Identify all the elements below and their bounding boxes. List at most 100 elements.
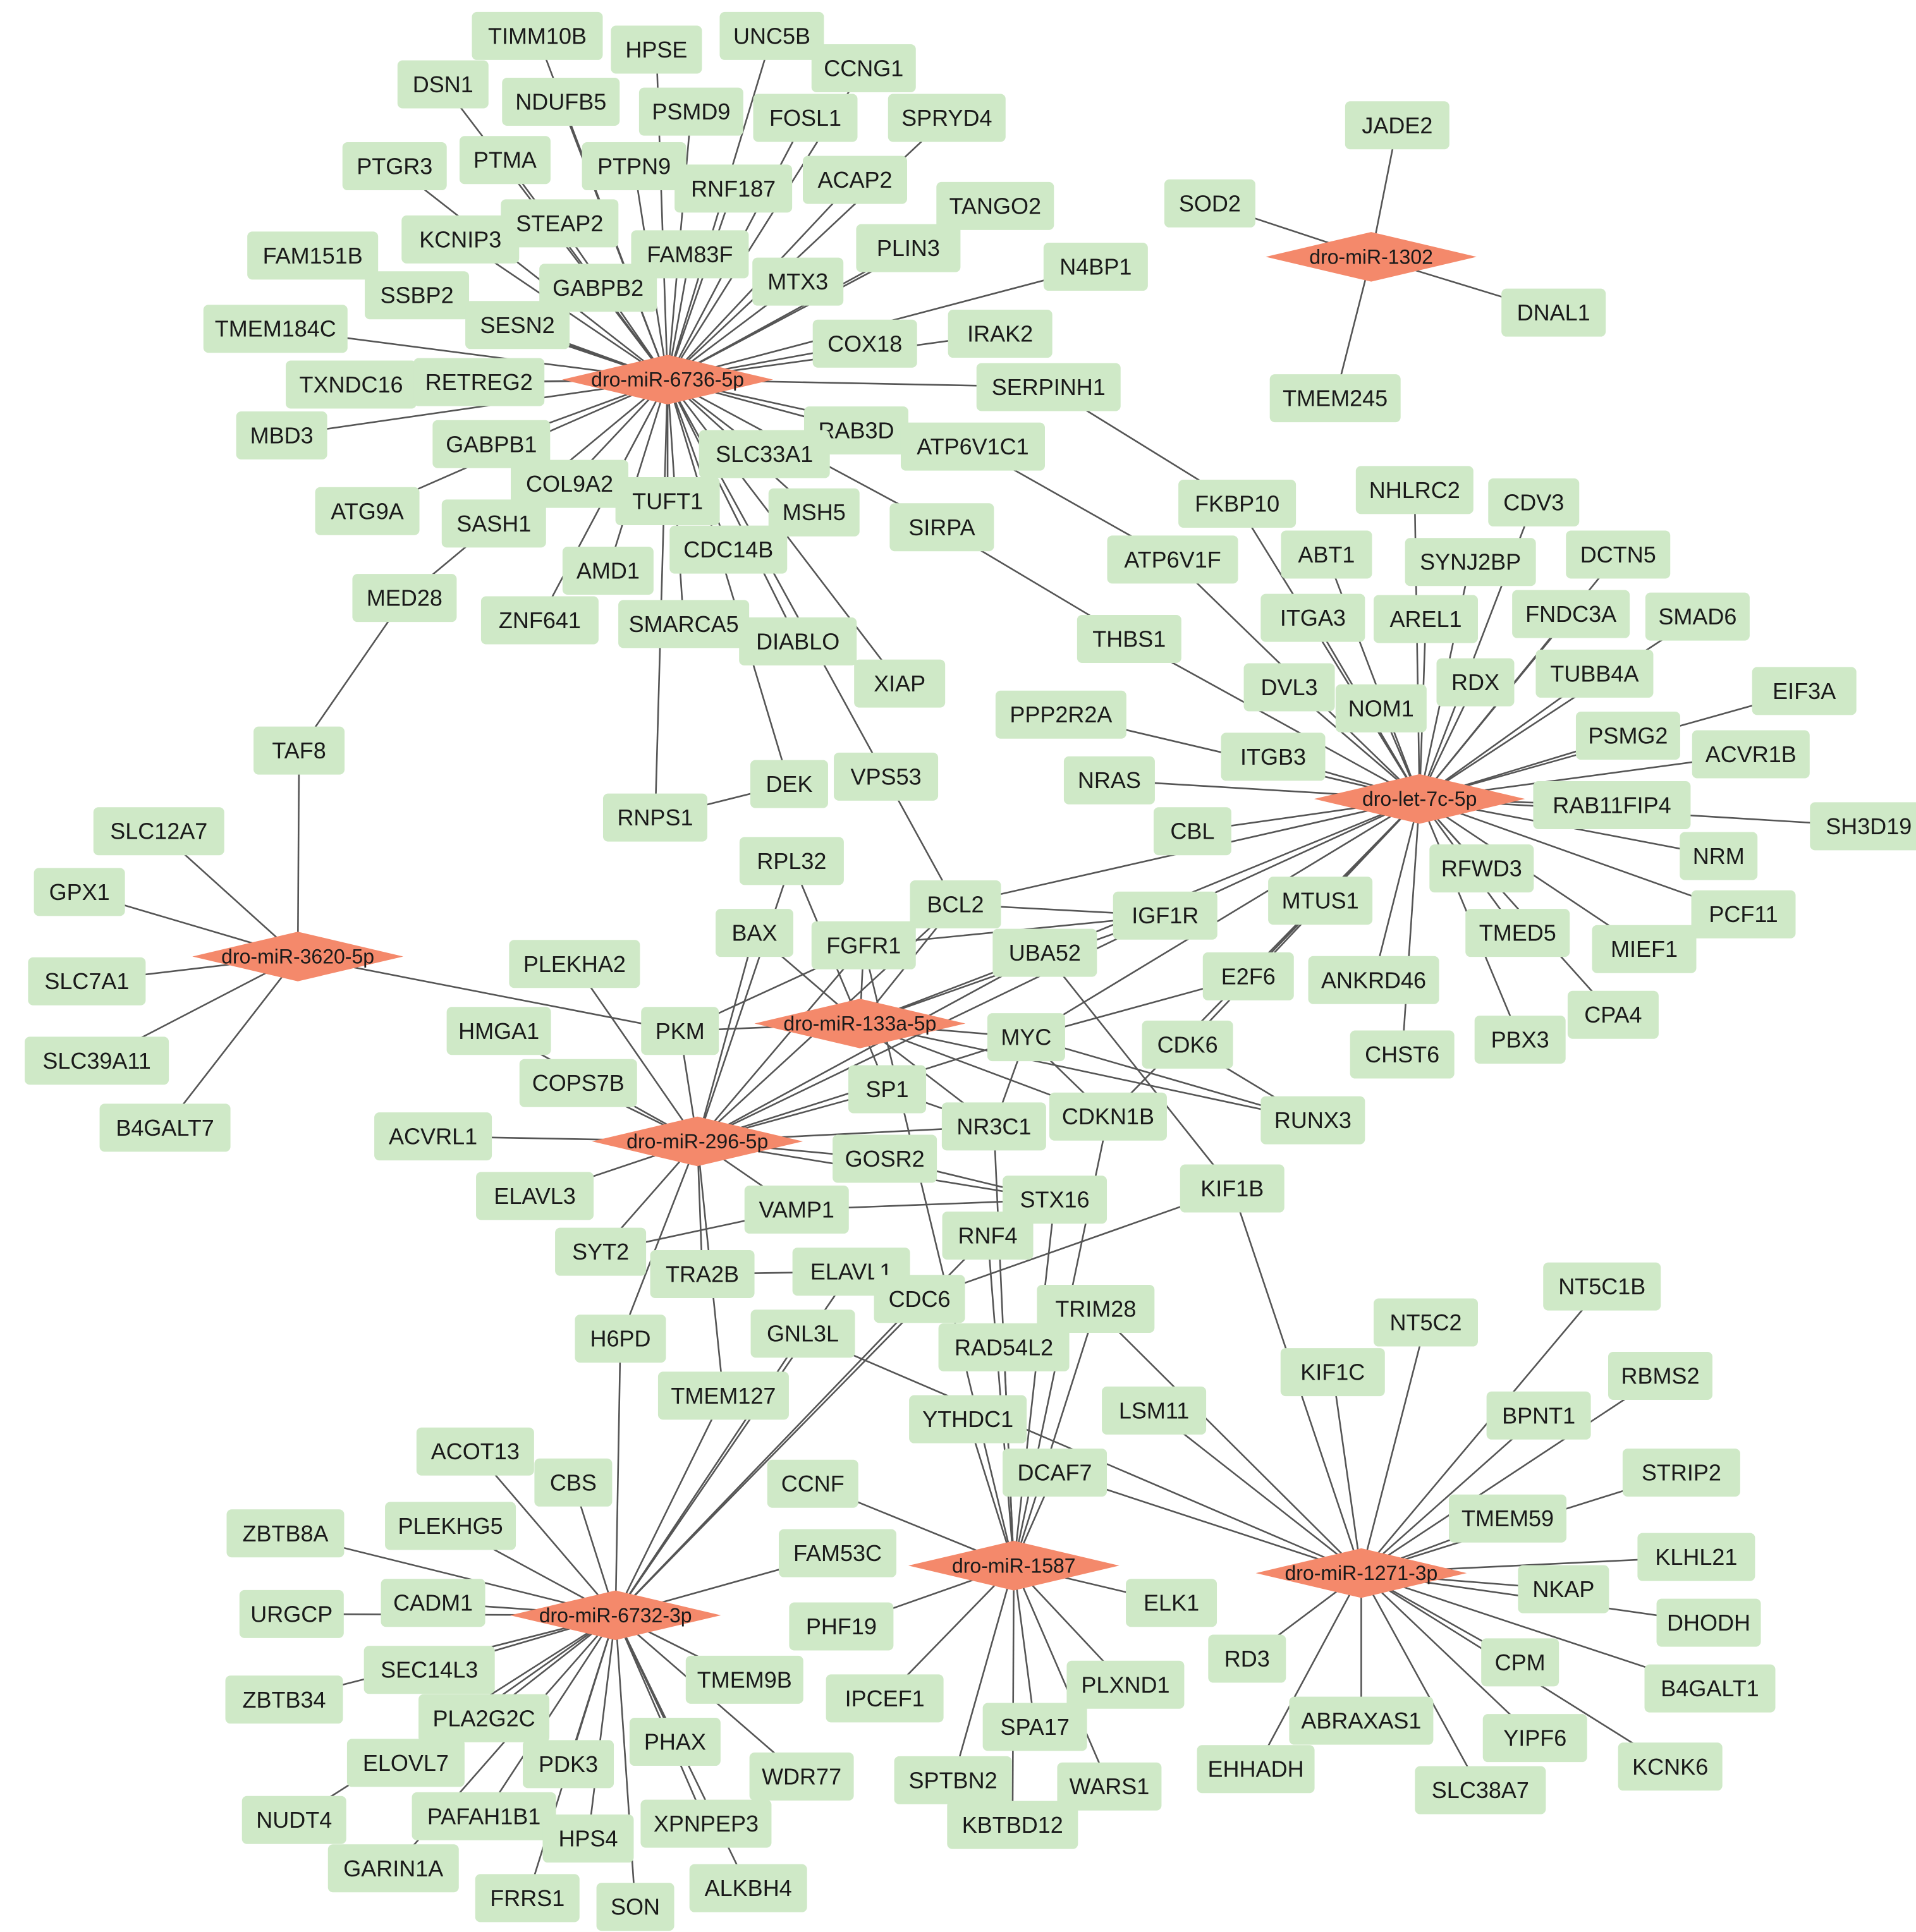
gene-node-rnps1[interactable]: RNPS1 <box>602 793 707 842</box>
gene-node-nras[interactable]: NRAS <box>1063 756 1155 805</box>
gene-node-taf8[interactable]: TAF8 <box>253 726 345 775</box>
gene-node-txndc16[interactable]: TXNDC16 <box>286 360 417 409</box>
gene-node-unc5b[interactable]: UNC5B <box>719 11 824 60</box>
gene-node-pdk3[interactable]: PDK3 <box>523 1740 614 1789</box>
gene-node-nom1[interactable]: NOM1 <box>1335 684 1427 732</box>
gene-node-kif1b[interactable]: KIF1B <box>1180 1164 1284 1213</box>
gene-node-plekha2[interactable]: PLEKHA2 <box>509 940 640 988</box>
gene-node-acot13[interactable]: ACOT13 <box>416 1427 534 1476</box>
gene-node-syt2[interactable]: SYT2 <box>555 1227 647 1276</box>
gene-node-n4bp1[interactable]: N4BP1 <box>1043 243 1148 291</box>
gene-node-frrs1[interactable]: FRRS1 <box>475 1874 580 1923</box>
gene-node-acap2[interactable]: ACAP2 <box>803 155 908 204</box>
gene-node-kcnip3[interactable]: KCNIP3 <box>401 215 520 264</box>
gene-node-b4galt1[interactable]: B4GALT1 <box>1644 1664 1776 1713</box>
gene-node-mtx3[interactable]: MTX3 <box>752 257 844 306</box>
gene-node-mbd3[interactable]: MBD3 <box>236 411 327 460</box>
gene-node-gabpb2[interactable]: GABPB2 <box>539 264 657 312</box>
gene-node-gpx1[interactable]: GPX1 <box>34 868 125 916</box>
gene-node-sash1[interactable]: SASH1 <box>441 499 546 548</box>
gene-node-cdc6[interactable]: CDC6 <box>874 1275 965 1323</box>
mirna-node-m1271[interactable]: dro-miR-1271-3p <box>1255 1548 1467 1598</box>
gene-node-tubb4a[interactable]: TUBB4A <box>1535 649 1654 698</box>
gene-node-fkbp10[interactable]: FKBP10 <box>1178 479 1297 528</box>
gene-node-gabpb1[interactable]: GABPB1 <box>432 420 551 468</box>
gene-node-slc38a7[interactable]: SLC38A7 <box>1415 1766 1546 1814</box>
gene-node-phf19[interactable]: PHF19 <box>789 1602 894 1651</box>
gene-node-dsn1[interactable]: DSN1 <box>397 60 489 109</box>
gene-node-e2f6[interactable]: E2F6 <box>1202 952 1294 1000</box>
gene-node-fam151b[interactable]: FAM151B <box>247 231 379 280</box>
gene-node-sod2[interactable]: SOD2 <box>1164 179 1255 228</box>
gene-node-nkap[interactable]: NKAP <box>1518 1565 1609 1613</box>
mirna-node-m1302[interactable]: dro-miR-1302 <box>1266 232 1477 282</box>
gene-node-dnal1[interactable]: DNAL1 <box>1501 288 1606 337</box>
gene-node-kif1c[interactable]: KIF1C <box>1280 1348 1385 1397</box>
gene-node-ccng1[interactable]: CCNG1 <box>811 44 916 92</box>
gene-node-med28[interactable]: MED28 <box>352 574 457 623</box>
gene-node-yipf6[interactable]: YIPF6 <box>1482 1714 1587 1763</box>
gene-node-sh3d19[interactable]: SH3D19 <box>1810 802 1916 851</box>
gene-node-nt5c1b[interactable]: NT5C1B <box>1543 1262 1661 1311</box>
gene-node-hmga1[interactable]: HMGA1 <box>446 1007 551 1055</box>
gene-node-tmed5[interactable]: TMED5 <box>1465 909 1570 957</box>
gene-node-hps4[interactable]: HPS4 <box>542 1814 634 1863</box>
gene-node-spryd4[interactable]: SPRYD4 <box>888 94 1006 142</box>
gene-node-tmem59[interactable]: TMEM59 <box>1449 1494 1567 1543</box>
gene-node-strip2[interactable]: STRIP2 <box>1622 1449 1740 1497</box>
gene-node-smarca5[interactable]: SMARCA5 <box>618 600 750 648</box>
gene-node-elk1[interactable]: ELK1 <box>1126 1579 1217 1627</box>
gene-node-chst6[interactable]: CHST6 <box>1350 1030 1455 1079</box>
gene-node-plekhg5[interactable]: PLEKHG5 <box>385 1502 516 1550</box>
gene-node-sesn2[interactable]: SESN2 <box>465 301 570 349</box>
gene-node-fam53c[interactable]: FAM53C <box>779 1529 897 1577</box>
gene-node-cpa4[interactable]: CPA4 <box>1567 990 1659 1039</box>
gene-node-plin3[interactable]: PLIN3 <box>856 224 961 272</box>
gene-node-elovl7[interactable]: ELOVL7 <box>346 1739 465 1787</box>
gene-node-rbms2[interactable]: RBMS2 <box>1608 1351 1712 1400</box>
gene-node-ppp2r2a[interactable]: PPP2R2A <box>995 690 1126 739</box>
gene-node-cadm1[interactable]: CADM1 <box>381 1579 485 1627</box>
gene-node-synj2bp[interactable]: SYNJ2BP <box>1405 538 1536 586</box>
gene-node-gosr2[interactable]: GOSR2 <box>833 1134 937 1183</box>
gene-node-acvrl1[interactable]: ACVRL1 <box>374 1112 492 1161</box>
gene-node-myc[interactable]: MYC <box>987 1013 1065 1062</box>
gene-node-trim28[interactable]: TRIM28 <box>1037 1284 1155 1333</box>
gene-node-abt1[interactable]: ABT1 <box>1281 530 1372 579</box>
gene-node-ehhadh[interactable]: EHHADH <box>1197 1745 1315 1794</box>
gene-node-zbtb34[interactable]: ZBTB34 <box>225 1675 343 1724</box>
gene-node-tra2b[interactable]: TRA2B <box>650 1250 755 1299</box>
gene-node-rnf187[interactable]: RNF187 <box>674 164 793 213</box>
gene-node-rfwd3[interactable]: RFWD3 <box>1429 844 1534 893</box>
mirna-node-m3620[interactable]: dro-miR-3620-5p <box>192 932 403 981</box>
gene-node-ptpn9[interactable]: PTPN9 <box>582 142 686 191</box>
gene-node-cbs[interactable]: CBS <box>534 1458 613 1507</box>
gene-node-psmg2[interactable]: PSMG2 <box>1575 712 1680 760</box>
gene-node-igf1r[interactable]: IGF1R <box>1113 891 1217 940</box>
gene-node-tmem184c[interactable]: TMEM184C <box>203 305 348 353</box>
mirna-node-mlet7[interactable]: dro-let-7c-5p <box>1314 774 1525 824</box>
gene-node-bpnt1[interactable]: BPNT1 <box>1486 1391 1591 1440</box>
gene-node-slc33a1[interactable]: SLC33A1 <box>699 430 830 478</box>
gene-node-ndufb5[interactable]: NDUFB5 <box>502 77 620 126</box>
gene-node-retreg2[interactable]: RETREG2 <box>413 358 545 406</box>
mirna-node-m133[interactable]: dro-miR-133a-5p <box>754 999 966 1048</box>
gene-node-cox18[interactable]: COX18 <box>812 319 917 368</box>
gene-node-zbtb8a[interactable]: ZBTB8A <box>226 1509 345 1558</box>
gene-node-col9a2[interactable]: COL9A2 <box>511 459 629 508</box>
gene-node-ccnf[interactable]: CCNF <box>767 1459 858 1508</box>
gene-node-spa17[interactable]: SPA17 <box>982 1703 1087 1751</box>
gene-node-dek[interactable]: DEK <box>750 760 828 808</box>
gene-node-dcaf7[interactable]: DCAF7 <box>1003 1449 1107 1497</box>
gene-node-ankrd46[interactable]: ANKRD46 <box>1308 956 1439 1004</box>
gene-node-tmem9b[interactable]: TMEM9B <box>685 1655 803 1704</box>
gene-node-rab11fip4[interactable]: RAB11FIP4 <box>1533 781 1691 829</box>
gene-node-rd3[interactable]: RD3 <box>1208 1634 1286 1683</box>
gene-node-cdkn1b[interactable]: CDKN1B <box>1049 1092 1167 1141</box>
gene-node-thbs1[interactable]: THBS1 <box>1077 614 1181 663</box>
gene-node-pkm[interactable]: PKM <box>641 1007 719 1055</box>
mirna-node-m6732[interactable]: dro-miR-6732-3p <box>510 1590 721 1641</box>
gene-node-fam83f[interactable]: FAM83F <box>631 230 749 279</box>
gene-node-rab3d[interactable]: RAB3D <box>803 406 908 455</box>
gene-node-slc7a1[interactable]: SLC7A1 <box>28 957 146 1005</box>
